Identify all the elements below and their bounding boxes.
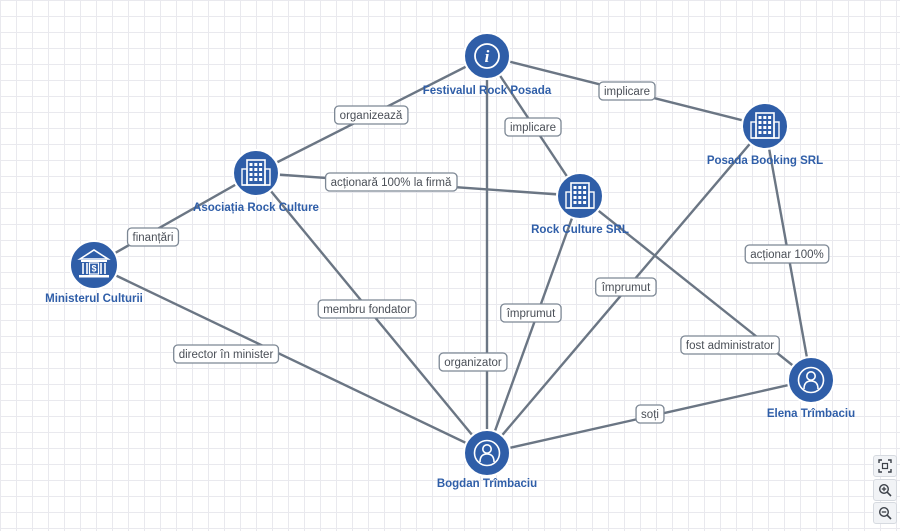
edge-label-actionara-100-la-firma[interactable]: acționară 100% la firmă xyxy=(324,172,458,192)
edge-rocksrl-bogdan[interactable] xyxy=(485,195,582,454)
edge-label-text: implicare xyxy=(510,122,556,134)
zoom-in-icon xyxy=(878,483,892,497)
edge-label-implicare[interactable]: implicare xyxy=(504,117,562,137)
zoom-in-button[interactable] xyxy=(873,479,897,501)
node-bogdan[interactable]: Bogdan Trîmbaciu xyxy=(437,429,537,490)
edge-label-text: director în minister xyxy=(179,349,274,361)
edge-label-imprumut[interactable]: împrumut xyxy=(595,277,657,297)
edge-label-text: împrumut xyxy=(506,308,556,320)
node-circle xyxy=(463,32,511,80)
edge-label-box xyxy=(438,352,508,372)
node-rocksrl[interactable]: Rock Culture SRL xyxy=(531,172,629,236)
edge-label-imprumut[interactable]: împrumut xyxy=(500,303,562,323)
edge-label-director-in-minister[interactable]: director în minister xyxy=(173,344,280,364)
institution-icon: $ xyxy=(77,249,111,278)
edge-label-actionar-100[interactable]: acționar 100% xyxy=(744,244,830,264)
graph-edge-labels: organizează implicare implicare acționară 1… xyxy=(126,81,830,424)
edge-label-box xyxy=(317,299,417,319)
edge-label-organizeaza[interactable]: organizează xyxy=(334,105,409,125)
node-elena[interactable]: Elena Trîmbaciu xyxy=(767,356,855,420)
edge-label-text: împrumut xyxy=(601,282,651,294)
node-label: Posada Booking SRL xyxy=(707,155,823,167)
person-icon xyxy=(797,366,825,394)
edge-label-box xyxy=(744,244,830,264)
edge-label-box xyxy=(680,335,780,355)
node-label: Ministerul Culturii xyxy=(45,293,143,305)
company-building-icon xyxy=(241,159,271,186)
edge-label-text: implicare xyxy=(604,86,650,98)
company-building-icon xyxy=(750,112,780,139)
edge-minister-bogdan[interactable] xyxy=(93,263,488,455)
edge-label-box xyxy=(324,172,458,192)
edge-label-text: soți xyxy=(641,409,659,421)
node-label: Bogdan Trîmbaciu xyxy=(437,478,537,490)
node-label: Asociația Rock Culture xyxy=(193,202,319,214)
edge-label-box xyxy=(595,277,657,297)
edge-label-implicare[interactable]: implicare xyxy=(598,81,656,101)
edge-label-box xyxy=(126,227,180,247)
info-icon: i xyxy=(474,43,500,69)
node-label: Festivalul Rock Posada xyxy=(423,85,552,97)
person-icon xyxy=(473,439,501,467)
svg-text:i: i xyxy=(485,47,490,66)
edge-label-box xyxy=(598,81,656,101)
graph-edges xyxy=(93,54,813,455)
node-label: Rock Culture SRL xyxy=(531,224,629,236)
edge-label-box xyxy=(500,303,562,323)
edge-label-membru-fondator[interactable]: membru fondator xyxy=(317,299,417,319)
company-building-icon xyxy=(565,182,595,209)
edge-label-text: acționar 100% xyxy=(750,249,824,261)
edge-label-box xyxy=(173,344,280,364)
edge-label-text: acționară 100% la firmă xyxy=(331,177,452,189)
fit-screen-button[interactable] xyxy=(873,455,897,477)
edge-label-box xyxy=(334,105,409,125)
edge-label-organizator[interactable]: organizator xyxy=(438,352,508,372)
edge-label-text: organizator xyxy=(444,357,502,369)
zoom-out-button[interactable] xyxy=(873,502,897,524)
edge-label-text: finanțări xyxy=(133,232,174,244)
node-posada[interactable]: Posada Booking SRL xyxy=(707,102,823,167)
svg-text:$: $ xyxy=(91,264,96,274)
edge-label-box xyxy=(635,404,665,424)
edge-label-soti[interactable]: soți xyxy=(635,404,665,424)
edge-label-finantari[interactable]: finanțări xyxy=(126,227,180,247)
edge-minister-asociatia[interactable] xyxy=(93,171,257,267)
edge-label-fost-administrator[interactable]: fost administrator xyxy=(680,335,780,355)
fit-to-screen-icon xyxy=(878,459,892,473)
edge-label-text: organizează xyxy=(340,110,403,122)
edge-label-text: membru fondator xyxy=(323,304,411,316)
zoom-out-icon xyxy=(878,506,892,520)
node-asociatia[interactable]: Asociația Rock Culture xyxy=(193,149,319,214)
edge-label-text: fost administrator xyxy=(686,340,774,352)
edge-label-box xyxy=(504,117,562,137)
node-minister[interactable]: $ Ministerul Culturii xyxy=(45,240,143,305)
node-label: Elena Trîmbaciu xyxy=(767,408,855,420)
